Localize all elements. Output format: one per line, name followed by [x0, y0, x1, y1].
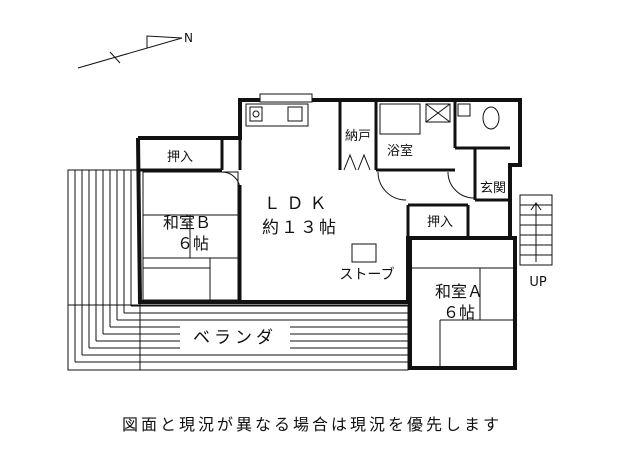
veranda-label: ベランダ: [193, 328, 277, 348]
tatami-room-b: [142, 171, 239, 301]
stove-icon: [351, 243, 377, 263]
stairs-up-label: UP: [529, 275, 547, 290]
nando-doors: [343, 153, 371, 171]
veranda-deck: [67, 169, 409, 371]
kitchen-counter: [245, 103, 309, 127]
oshiire-b-label: 押入: [167, 150, 193, 165]
window-kitchen: [259, 93, 313, 103]
north-label: N: [184, 31, 193, 45]
washitsu-a-label: 和室Ａ: [435, 282, 483, 301]
entrance-label: 玄関: [480, 181, 506, 196]
bath-fixtures: [379, 103, 500, 135]
north-arrow-icon: [146, 35, 183, 48]
ldk-size: 約１３帖: [262, 218, 338, 238]
nando-label: 納戸: [345, 129, 371, 144]
exterior-walls: [136, 98, 522, 370]
bath-label: 浴室: [387, 143, 413, 159]
compass-tick: [109, 51, 121, 64]
compass: [77, 35, 183, 69]
stove-label: ストーブ: [339, 266, 394, 283]
oshiire-a-label: 押入: [427, 215, 453, 230]
washitsu-b-size: ６帖: [177, 234, 209, 253]
ldk-label: ＬＤＫ: [264, 194, 333, 214]
door-swings: [221, 171, 475, 201]
footer-note: 図面と現況が異なる場合は現況を優先します: [121, 415, 502, 434]
washitsu-a-size: ６帖: [443, 303, 475, 322]
stairs: [519, 194, 553, 266]
washitsu-b-label: 和室Ｂ: [163, 213, 211, 232]
veranda-label-bg: [180, 322, 290, 350]
compass-line: [77, 37, 183, 69]
tatami-room-a: [412, 267, 513, 366]
interior-walls: [140, 100, 510, 300]
